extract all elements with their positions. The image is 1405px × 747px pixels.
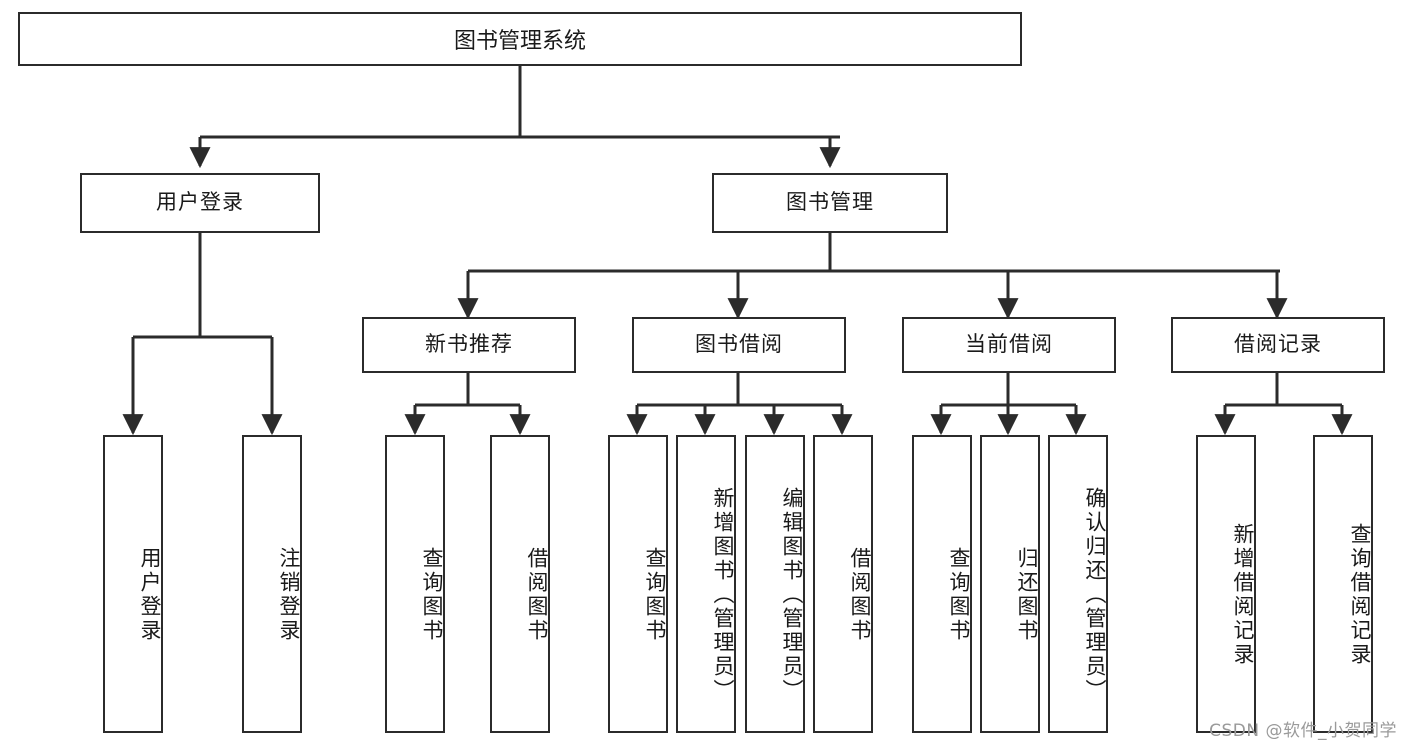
node-borrow-record[interactable]: 借阅记录 <box>1171 317 1385 373</box>
node-label: 用户登录 <box>138 547 162 643</box>
leaf-query-book-current[interactable]: 查询图书 <box>912 435 972 733</box>
leaf-borrow-book-recommend[interactable]: 借阅图书 <box>490 435 550 733</box>
leaf-edit-book-admin[interactable]: 编辑图书（管理员） <box>745 435 805 733</box>
node-label: 图书管理系统 <box>453 29 586 54</box>
node-label: 借阅图书 <box>848 547 872 643</box>
node-label: 借阅图书 <box>525 547 549 643</box>
watermark-text: CSDN @软件_小贺同学 <box>1209 721 1397 741</box>
node-label: 查询图书 <box>420 547 444 643</box>
node-label: 注销登录 <box>277 547 301 643</box>
node-new-book-recommend[interactable]: 新书推荐 <box>362 317 576 373</box>
node-label: 查询图书 <box>643 547 667 643</box>
node-label: 新增图书（管理员） <box>711 487 735 703</box>
node-label: 用户登录 <box>156 190 244 215</box>
leaf-add-borrow-record[interactable]: 新增借阅记录 <box>1196 435 1256 733</box>
node-label: 编辑图书（管理员） <box>780 487 804 703</box>
leaf-user-login[interactable]: 用户登录 <box>103 435 163 733</box>
node-label: 新增借阅记录 <box>1231 523 1255 667</box>
leaf-return-book[interactable]: 归还图书 <box>980 435 1040 733</box>
leaf-query-borrow-record[interactable]: 查询借阅记录 <box>1313 435 1373 733</box>
node-label: 借阅记录 <box>1234 332 1322 357</box>
leaf-confirm-return-admin[interactable]: 确认归还（管理员） <box>1048 435 1108 733</box>
node-book-borrow[interactable]: 图书借阅 <box>632 317 846 373</box>
node-label: 图书管理 <box>786 190 874 215</box>
node-root-system[interactable]: 图书管理系统 <box>18 12 1022 66</box>
node-label: 查询借阅记录 <box>1348 523 1372 667</box>
node-label: 归还图书 <box>1015 547 1039 643</box>
node-user-login[interactable]: 用户登录 <box>80 173 320 233</box>
node-label: 当前借阅 <box>965 332 1053 357</box>
leaf-borrow-book[interactable]: 借阅图书 <box>813 435 873 733</box>
node-label: 新书推荐 <box>425 332 513 357</box>
leaf-query-book-borrow[interactable]: 查询图书 <box>608 435 668 733</box>
node-current-borrow[interactable]: 当前借阅 <box>902 317 1116 373</box>
node-label: 图书借阅 <box>695 332 783 357</box>
node-label: 查询图书 <box>947 547 971 643</box>
node-label: 确认归还（管理员） <box>1083 487 1107 703</box>
node-book-management[interactable]: 图书管理 <box>712 173 948 233</box>
leaf-user-logout[interactable]: 注销登录 <box>242 435 302 733</box>
leaf-add-book-admin[interactable]: 新增图书（管理员） <box>676 435 736 733</box>
leaf-query-book-recommend[interactable]: 查询图书 <box>385 435 445 733</box>
